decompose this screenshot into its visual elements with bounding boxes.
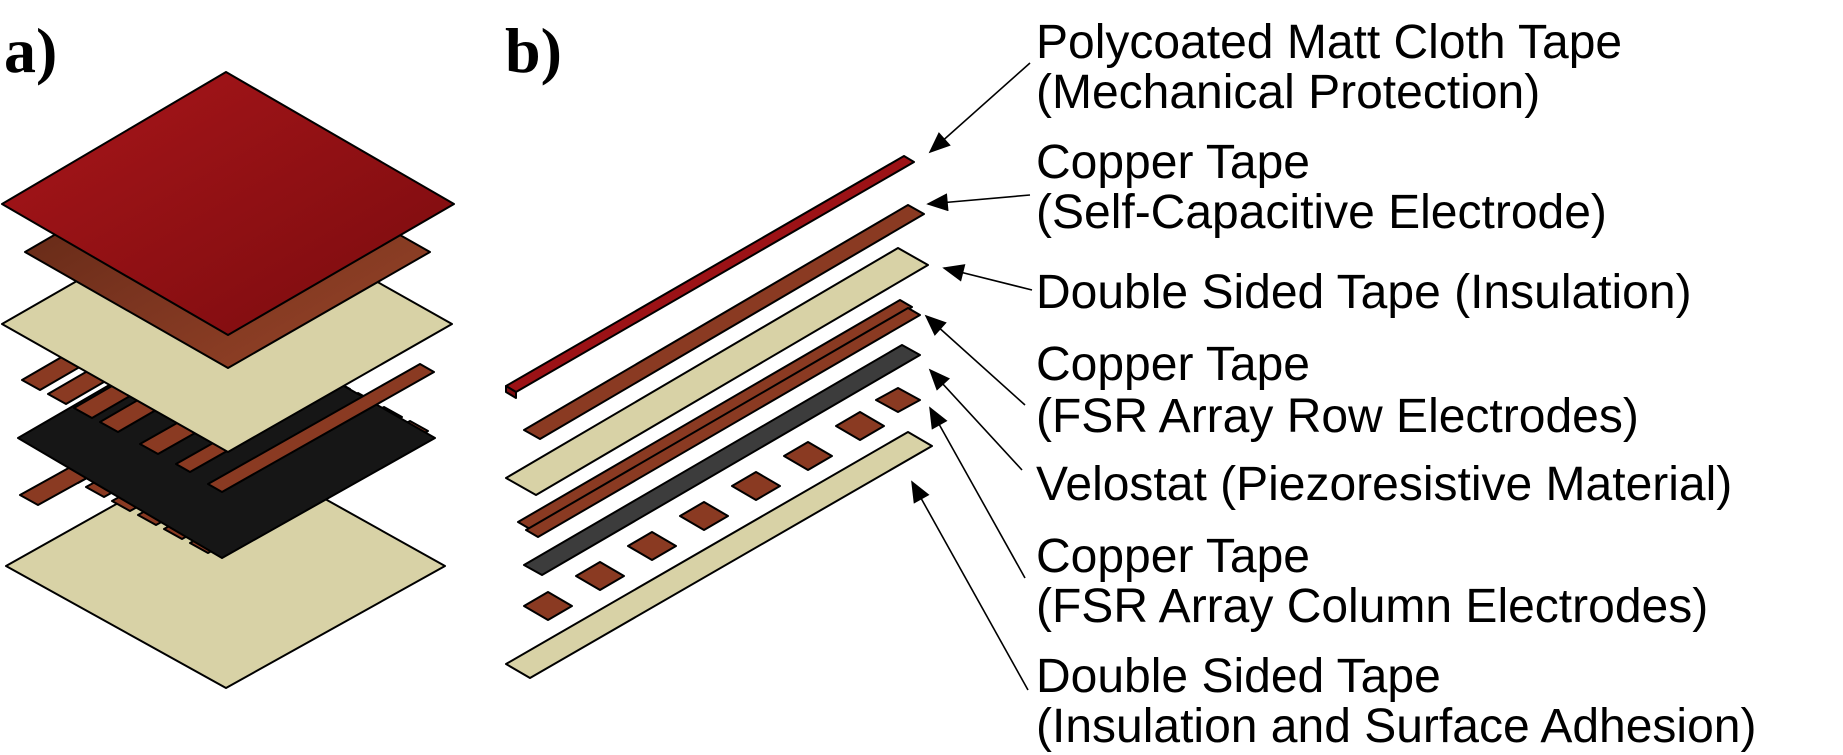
label-tape-adhesion-line1: Double Sided Tape [1036,650,1441,703]
leader-cloth [928,62,1031,154]
b-tape-insulation-strip [505,247,929,496]
label-tape-insulation-line1: Double Sided Tape (Insulation) [1036,266,1692,319]
layer-labels: Polycoated Matt Cloth Tape (Mechanical P… [1036,16,1756,753]
label-copper-row-line2: (FSR Array Row Electrodes) [1036,390,1639,443]
leader-lines [911,62,1033,691]
label-tape-adhesion-line2: (Insulation and Surface Adhesion) [1036,700,1756,753]
leader-tape-adhesion [911,480,1029,691]
panel-a-stack [1,71,455,689]
label-copper-col-line1: Copper Tape [1036,530,1310,583]
a-cloth-layer [1,71,455,336]
panel-label-b: b) [505,15,562,86]
leader-copper-col [929,406,1026,579]
panel-b-strips [505,155,933,679]
label-copper-self-line2: (Self-Capacitive Electrode) [1036,186,1607,239]
label-copper-self-line1: Copper Tape [1036,136,1310,189]
label-copper-col-line2: (FSR Array Column Electrodes) [1036,580,1708,633]
b-cloth-edge [505,385,517,399]
b-velostat-strip [523,344,921,576]
label-cloth-line2: (Mechanical Protection) [1036,66,1540,119]
b-tape-adhesion-strip [505,431,933,679]
panel-label-a: a) [4,15,57,86]
b-copper-row-strips [517,299,921,538]
label-cloth-line1: Polycoated Matt Cloth Tape [1036,16,1622,69]
b-copper-column-squares [523,387,921,621]
b-copper-self-strip [523,204,925,440]
a-tape-adhesion-layer [5,442,446,689]
leader-tape-insulation [942,264,1033,291]
leader-copper-row [924,314,1026,406]
leader-velostat [928,368,1023,471]
leader-copper-self [926,193,1031,212]
label-copper-row-line1: Copper Tape [1036,338,1310,391]
label-velostat-line1: Velostat (Piezoresistive Material) [1036,458,1732,511]
